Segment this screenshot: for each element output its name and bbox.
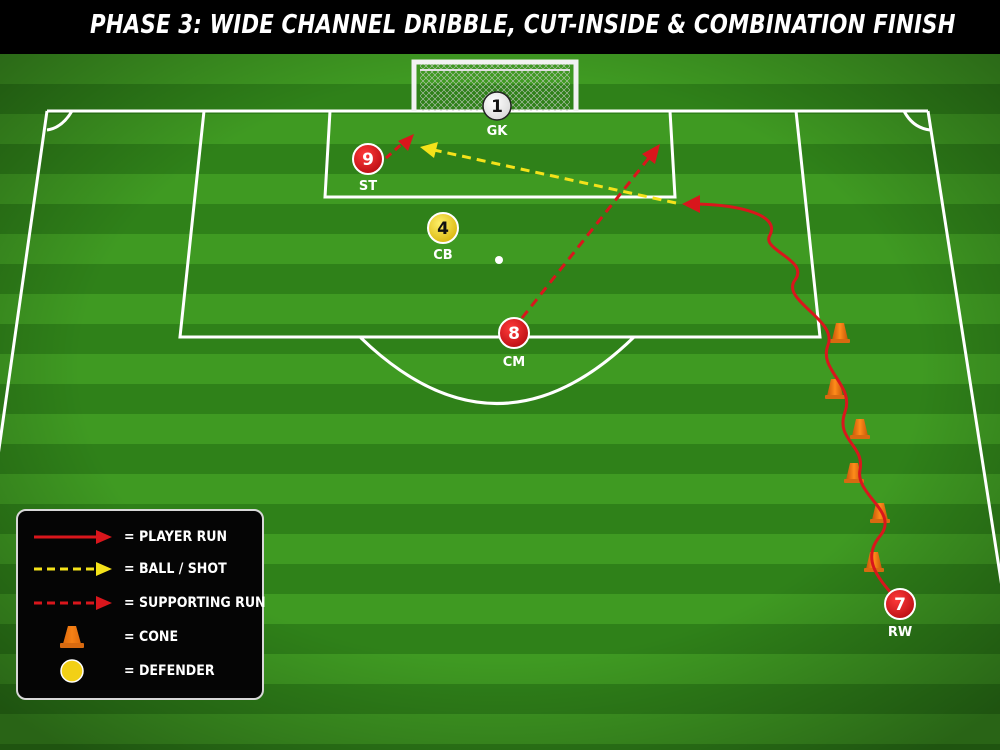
legend-label: = CONE <box>124 629 179 645</box>
legend-row-player-run: = PLAYER RUN <box>18 525 262 549</box>
defender-cb: 4 CB <box>427 212 459 263</box>
winger-dribble-run-arrow <box>682 195 899 601</box>
corner-arc-left <box>46 110 74 132</box>
penalty-spot <box>495 256 503 264</box>
cone-icon <box>60 626 84 648</box>
player-number: 4 <box>437 219 449 239</box>
legend-label: = SUPPORTING RUN <box>124 595 266 611</box>
player-rw: 7 RW <box>884 588 916 640</box>
player-cm: 8 CM <box>498 317 530 370</box>
player-position-label: CB <box>433 248 452 263</box>
ball-pass-arrow <box>420 142 677 205</box>
yellow-dashed-arrow-icon <box>34 562 112 576</box>
player-number: 7 <box>894 595 906 615</box>
player-position-label: CM <box>503 355 525 370</box>
player-number: 8 <box>508 324 520 344</box>
cone-icon <box>850 419 870 439</box>
legend-label: = BALL / SHOT <box>124 561 227 577</box>
supporting-run-st-arrow <box>385 134 414 160</box>
player-position-label: GK <box>487 124 509 139</box>
legend-row-supporting-run: = SUPPORTING RUN <box>18 591 266 615</box>
legend-label: = PLAYER RUN <box>124 529 228 545</box>
left-touchline <box>0 110 49 453</box>
cone-icon <box>830 323 850 343</box>
penalty-arc <box>358 335 636 405</box>
title-bar: PHASE 3: WIDE CHANNEL DRIBBLE, CUT-INSID… <box>0 0 1000 54</box>
diagram-title: PHASE 3: WIDE CHANNEL DRIBBLE, CUT-INSID… <box>90 10 956 40</box>
legend-row-cone: = CONE <box>18 625 262 649</box>
player-number: 1 <box>491 97 503 117</box>
right-touchline <box>926 110 1000 585</box>
legend-label: = DEFENDER <box>124 663 215 679</box>
player-position-label: ST <box>359 179 377 194</box>
player-st: 9 ST <box>352 143 384 194</box>
legend-row-ball-shot: = BALL / SHOT <box>18 557 262 581</box>
player-position-label: RW <box>888 625 912 640</box>
player-number: 9 <box>362 150 374 170</box>
corner-arc-right <box>902 110 931 132</box>
red-solid-arrow-icon <box>34 530 112 544</box>
player-gk: 1 GK <box>482 91 512 139</box>
supporting-run-cm-arrow <box>520 144 660 319</box>
red-dashed-arrow-icon <box>34 596 112 610</box>
six-yard-box <box>323 110 677 199</box>
defender-icon <box>60 659 84 683</box>
legend: = PLAYER RUN = BALL / SHOT = SUPPORTING … <box>16 509 266 700</box>
legend-row-defender: = DEFENDER <box>18 659 262 683</box>
